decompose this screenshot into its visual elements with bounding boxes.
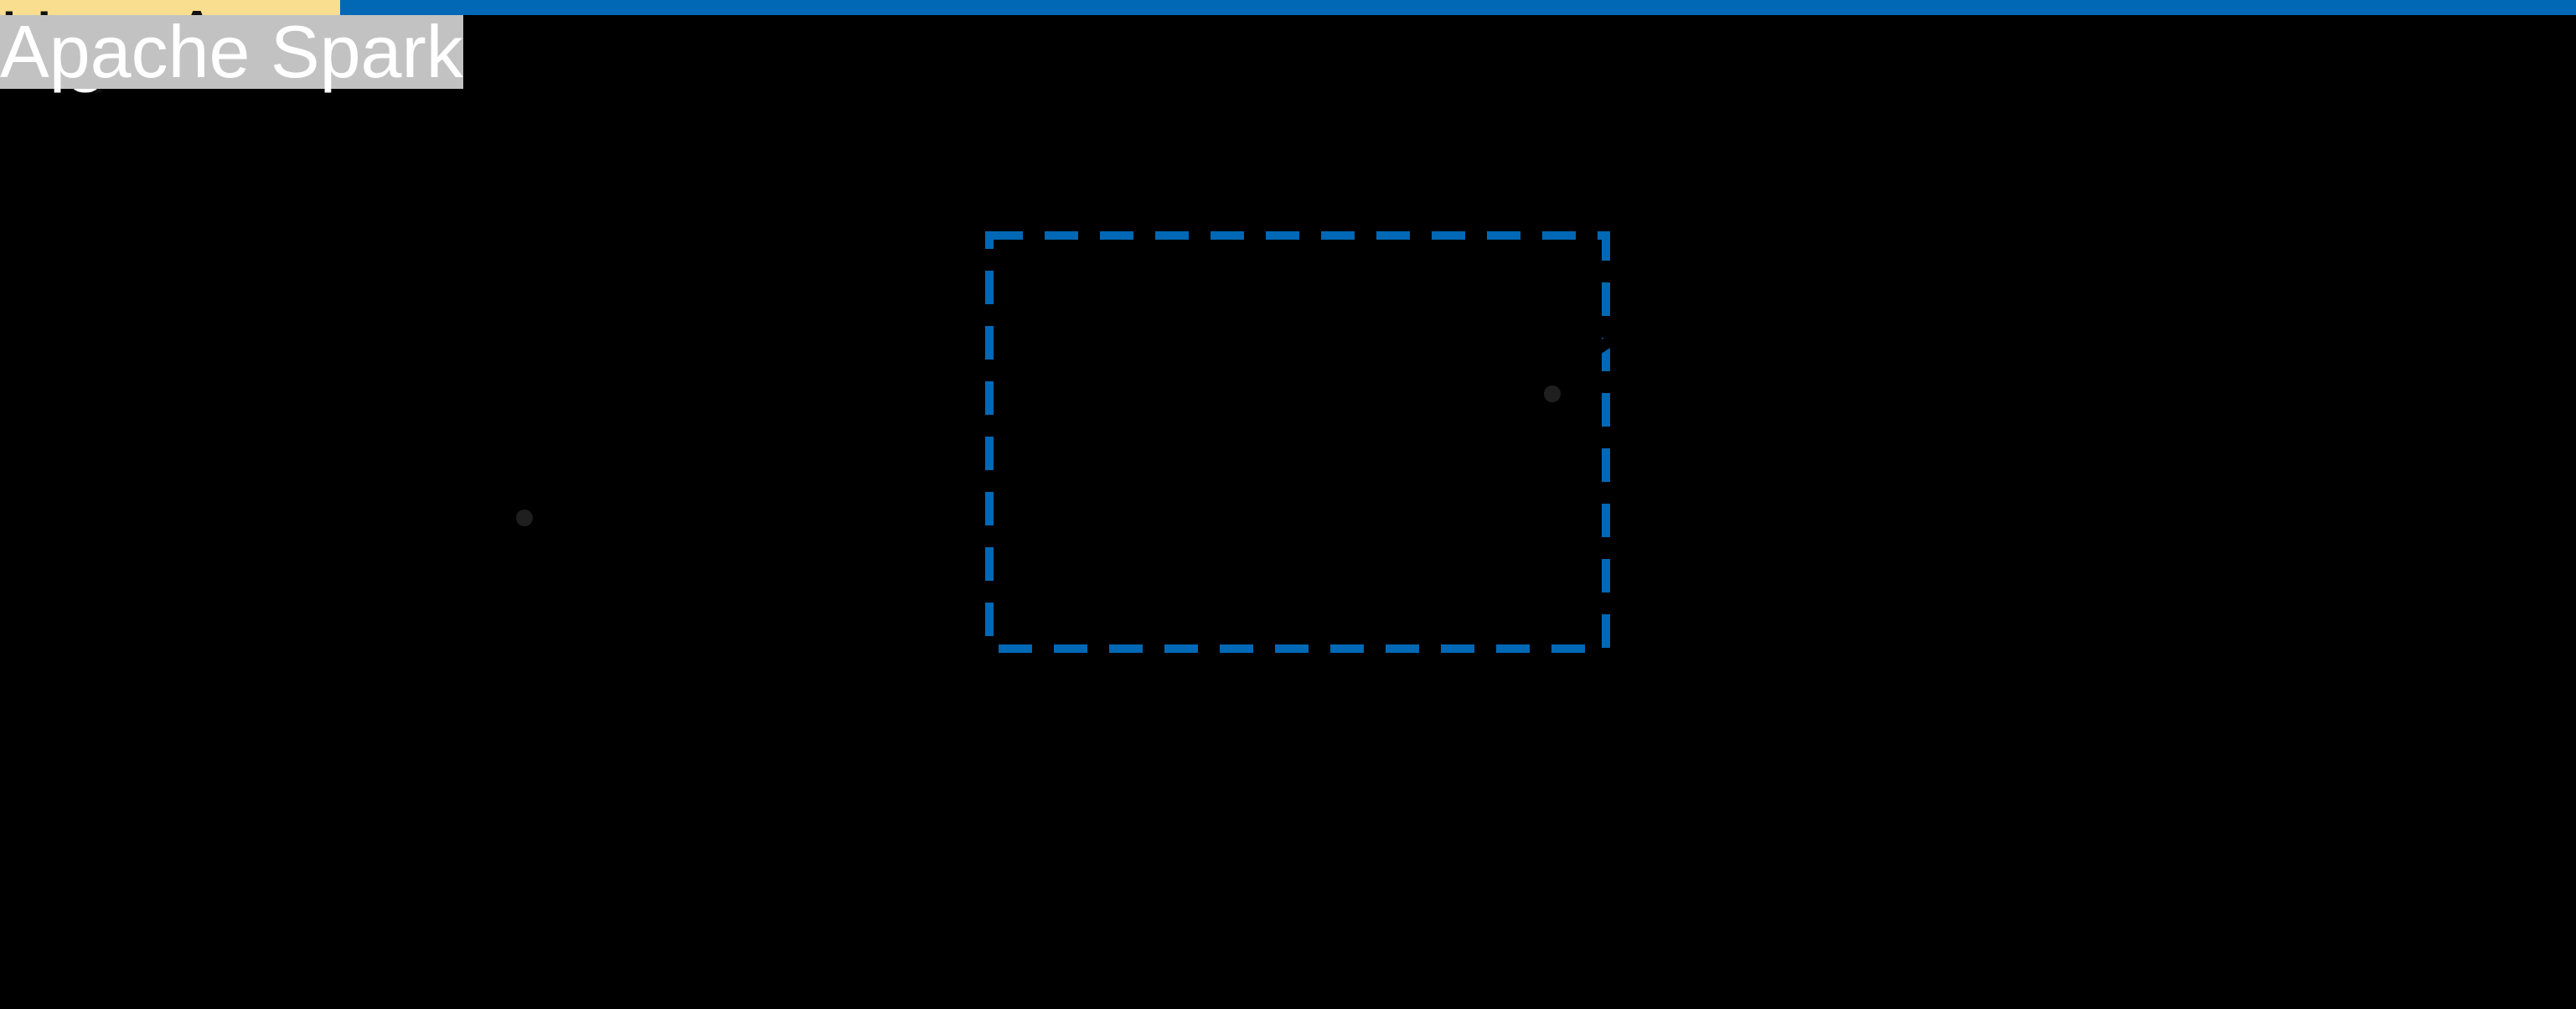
line-cut-host-border-lower — [1630, 417, 1677, 454]
apache-spark-box: Apache Spark — [0, 15, 463, 89]
line-cut-dashed-border — [1583, 326, 1629, 361]
connector-dot-app — [1544, 385, 1561, 402]
sgx-dashed-boundary — [985, 231, 1610, 653]
apache-spark-label: Apache Spark — [0, 10, 463, 93]
connector-dot-sgx — [516, 510, 533, 526]
line-cut-host-border-upper — [1630, 287, 1677, 323]
